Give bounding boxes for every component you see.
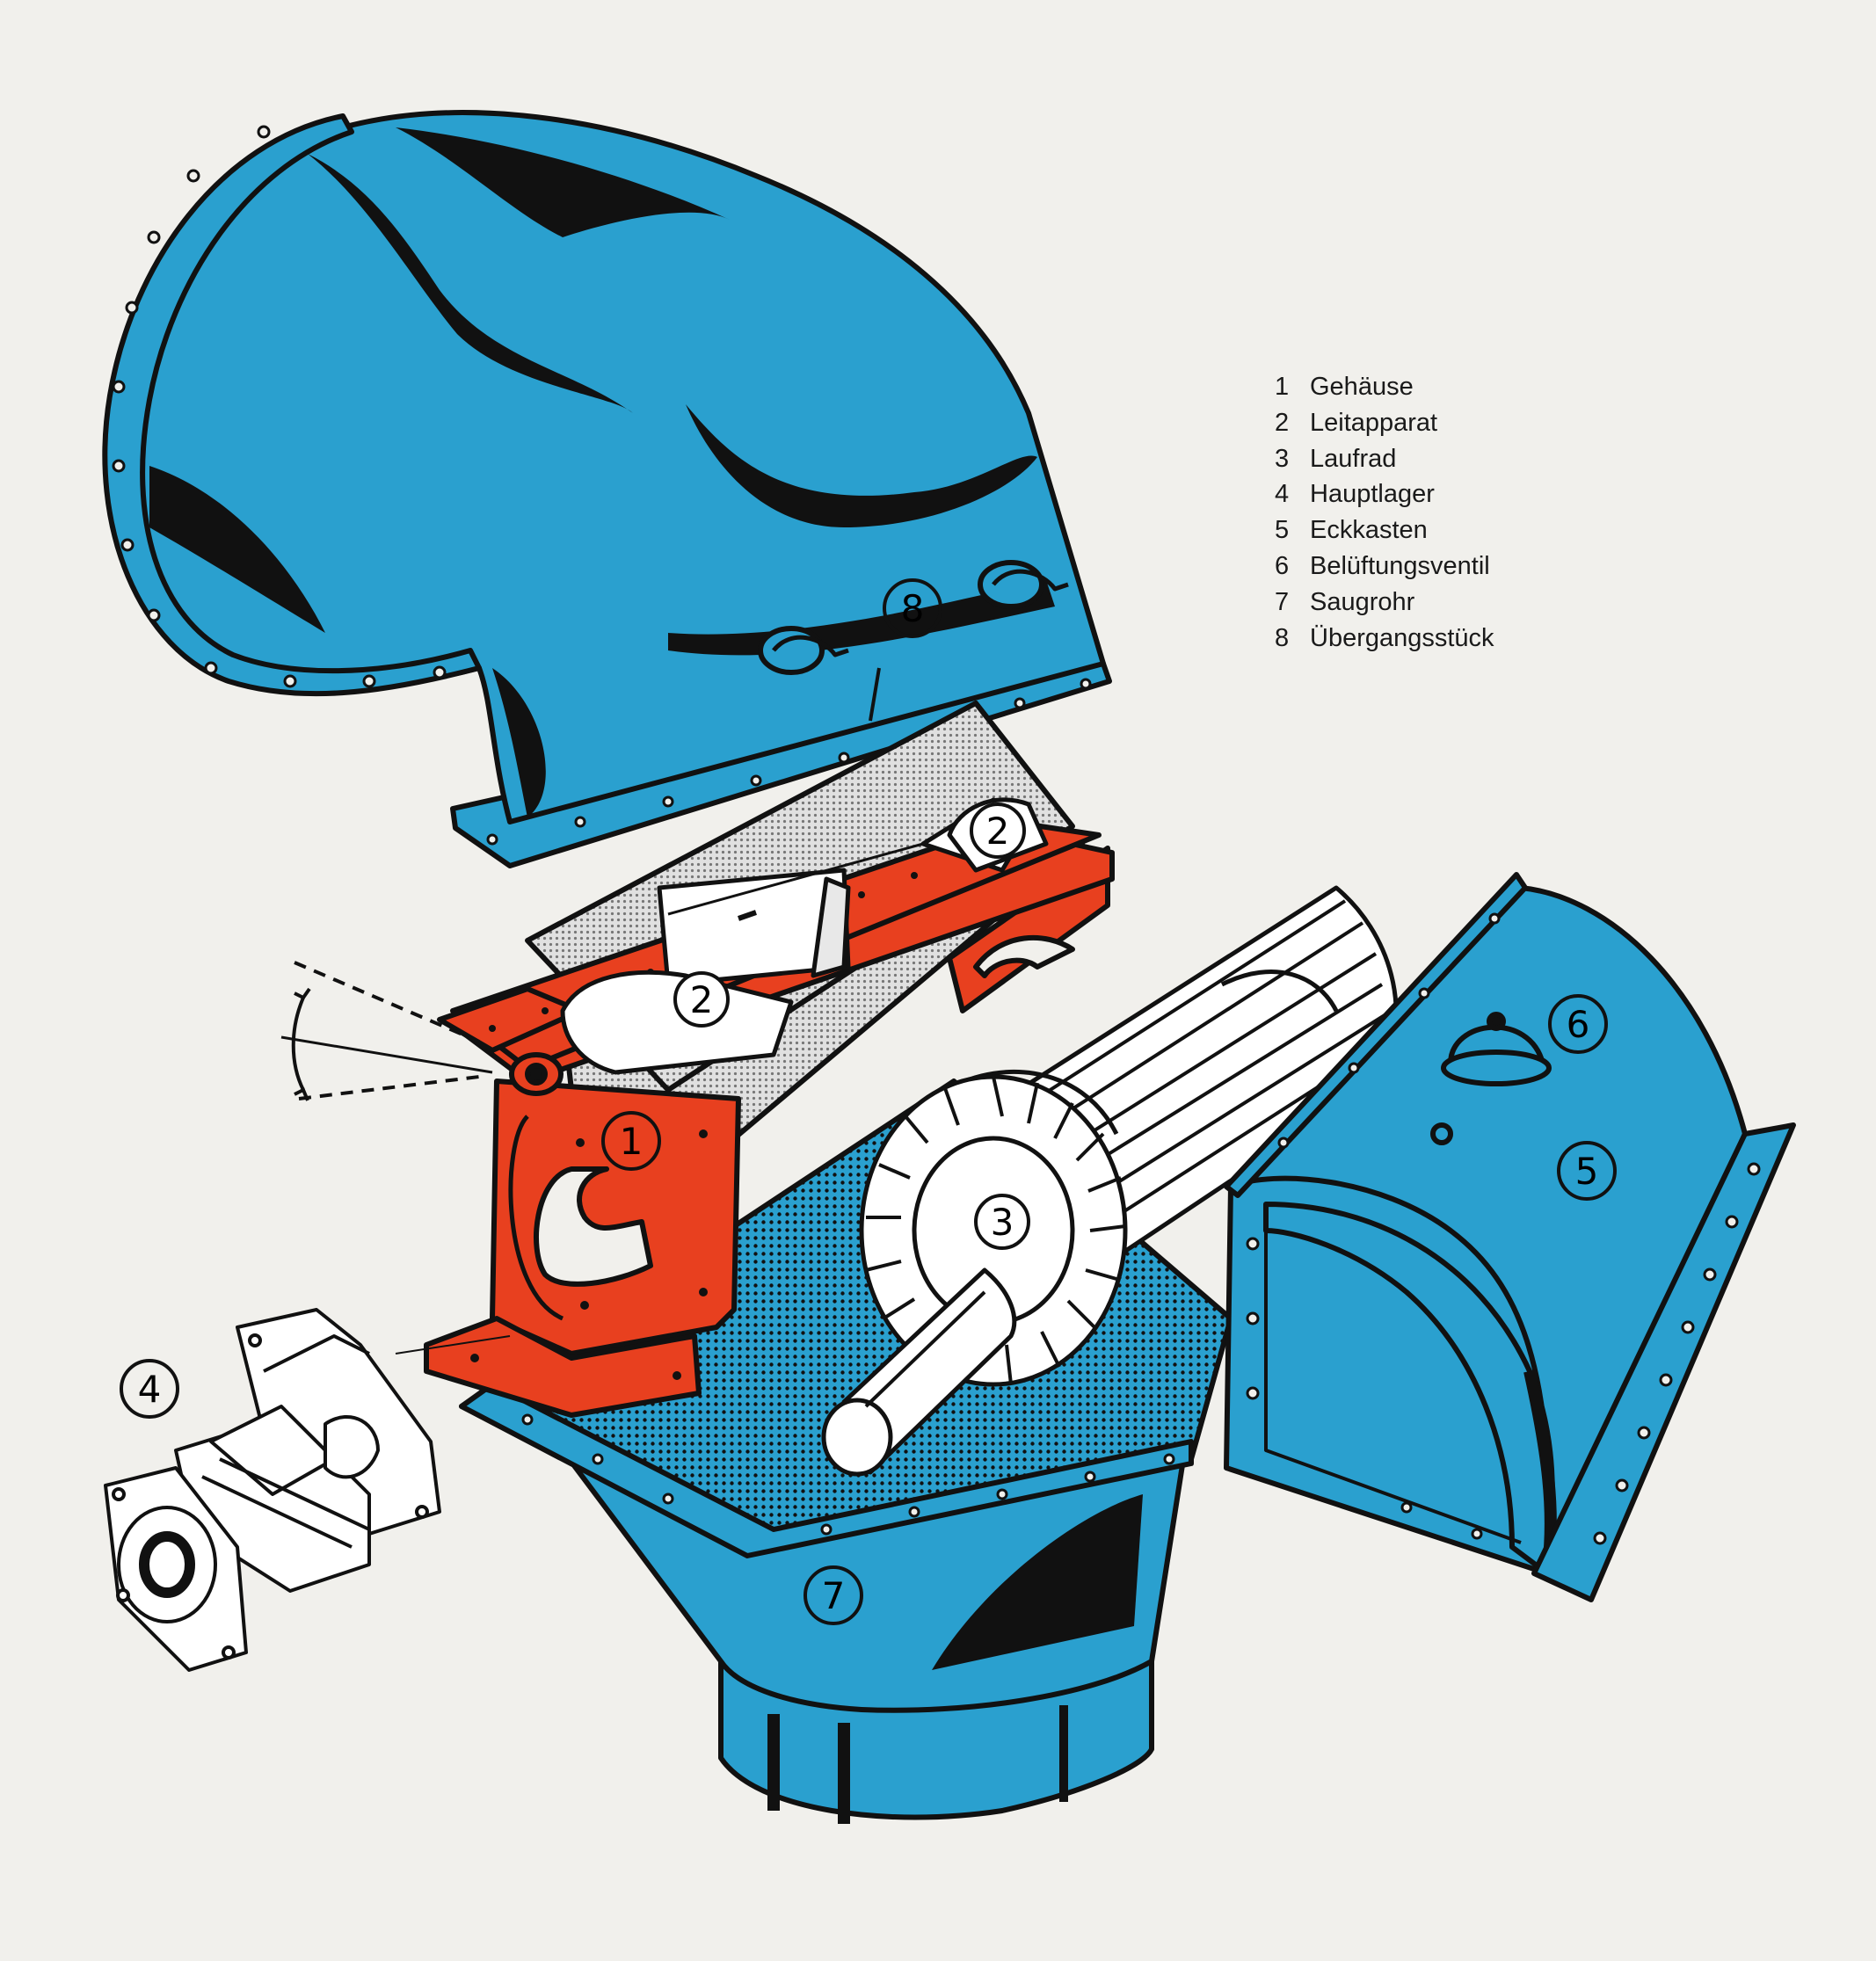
callout-4: 4 — [120, 1359, 179, 1419]
svg-text:2: 2 — [690, 978, 714, 1021]
legend-label: Saugrohr — [1310, 587, 1415, 616]
svg-text:1: 1 — [620, 1120, 644, 1163]
tilt-indicator — [280, 961, 493, 1101]
transition-piece — [102, 110, 1112, 868]
callout-1: 1 — [601, 1111, 661, 1171]
svg-text:5: 5 — [1575, 1150, 1599, 1193]
callout-6: 6 — [1548, 994, 1608, 1054]
legend-label: Hauptlager — [1310, 480, 1435, 509]
callout-5: 5 — [1557, 1141, 1617, 1201]
legend-label: Leitapparat — [1310, 408, 1438, 437]
legend-label: Eckkasten — [1310, 516, 1428, 545]
svg-text:4: 4 — [138, 1368, 162, 1411]
callout-2-front: 2 — [673, 971, 730, 1028]
svg-text:8: 8 — [901, 587, 925, 630]
callout-2-top: 2 — [970, 803, 1026, 859]
svg-text:3: 3 — [991, 1201, 1014, 1244]
svg-text:7: 7 — [822, 1574, 846, 1617]
callout-7: 7 — [803, 1565, 863, 1625]
legend-label: Laufrad — [1310, 444, 1397, 473]
callout-3: 3 — [974, 1194, 1030, 1250]
svg-text:2: 2 — [986, 810, 1010, 853]
legend-label: Gehäuse — [1310, 373, 1414, 401]
legend-label: Belüftungsventil — [1310, 551, 1490, 580]
legend-label: Übergangsstück — [1310, 623, 1494, 652]
corner-box — [1224, 872, 1796, 1602]
runner — [821, 885, 1399, 1477]
svg-text:6: 6 — [1567, 1003, 1590, 1046]
main-bearing — [104, 1308, 441, 1672]
callout-8: 8 — [883, 578, 942, 638]
